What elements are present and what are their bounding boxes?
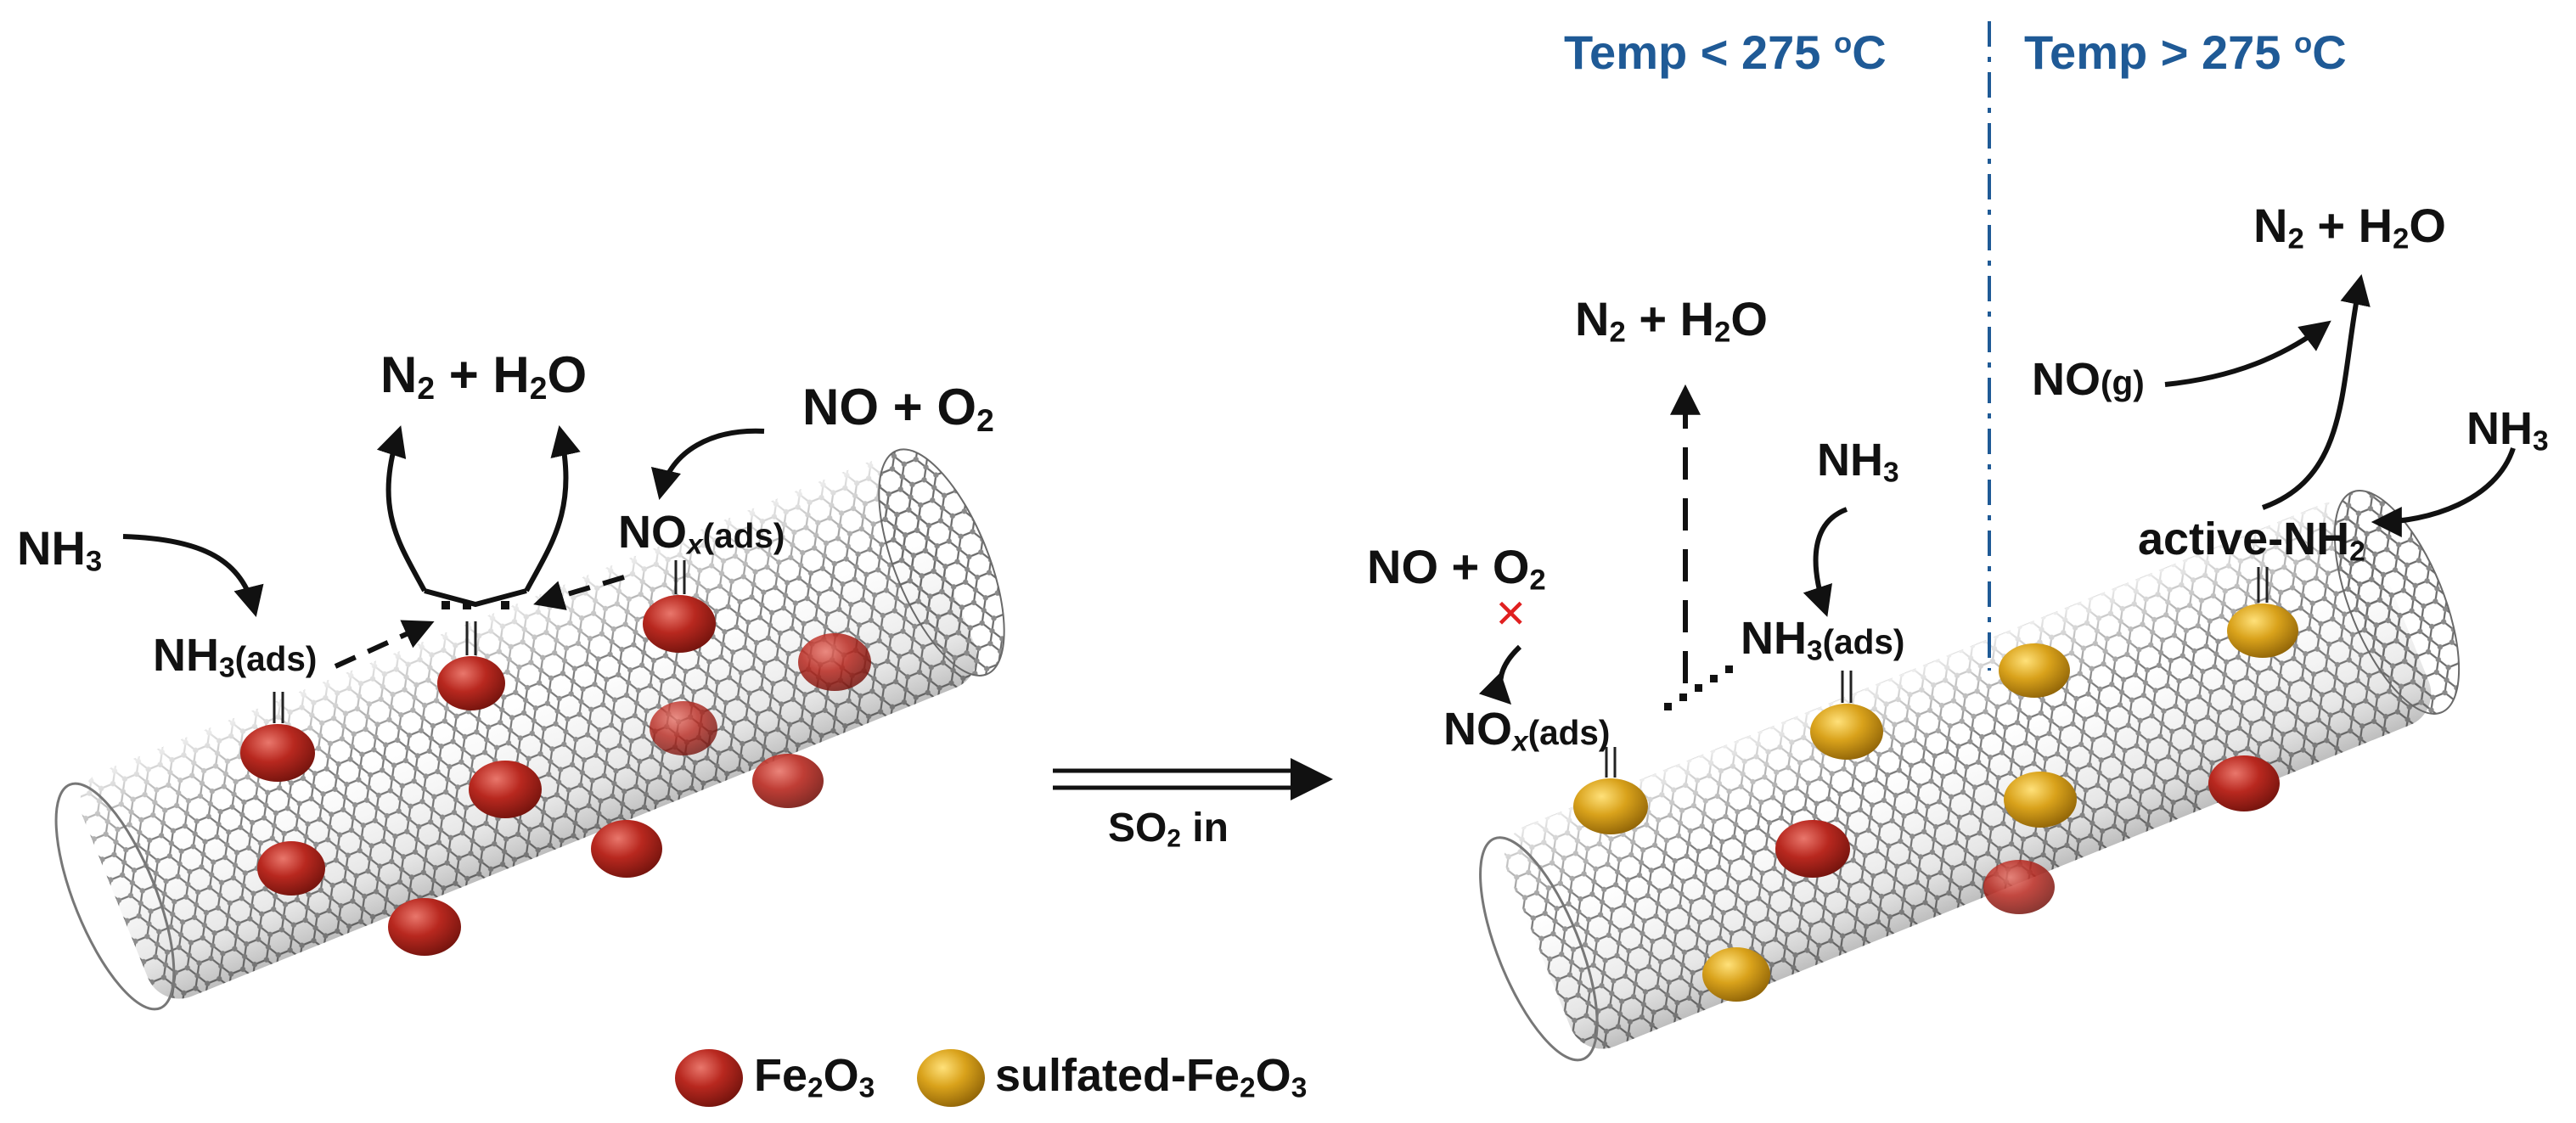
sulfated-particle	[2004, 772, 2077, 828]
sulfated-particle	[2227, 604, 2298, 658]
right-no-g-label: NO(g)	[2032, 357, 2145, 402]
left-products-label: N2 + H2O	[380, 350, 587, 404]
sulfated-particle	[1702, 947, 1770, 1002]
fe2o3-particle	[643, 595, 716, 653]
legend-fe2o3-label: Fe2O3	[754, 1053, 875, 1103]
fe2o3-particle	[650, 701, 717, 755]
fe2o3-particle	[2208, 755, 2280, 811]
temp-low-header: Temp < 275 oC	[1564, 29, 1887, 76]
left-nh3-ads-label: NH3(ads)	[153, 632, 317, 682]
left-no-o2-label: NO + O2	[802, 382, 994, 436]
legend-fe2o3-swatch	[675, 1049, 743, 1107]
left-nox-ads-label: NOx(ads)	[618, 509, 785, 559]
so2-transition-arrow	[1053, 758, 1333, 800]
fe2o3-particle	[240, 724, 315, 782]
right-nh3-ads-label: NH3(ads)	[1741, 615, 1904, 665]
sulfated-particle	[1810, 704, 1883, 760]
right-no-o2-label: NO + O2	[1367, 543, 1546, 595]
right-nh3-high-label: NH3	[2466, 406, 2549, 456]
sulfated-particle	[1573, 778, 1648, 834]
fe2o3-particle	[469, 761, 542, 818]
fe2o3-particle	[437, 656, 505, 710]
fe2o3-particle	[591, 820, 662, 878]
temp-high-header: Temp > 275 oC	[2024, 29, 2347, 76]
fe2o3-particle	[388, 898, 461, 956]
fe2o3-particle	[798, 633, 871, 691]
fe2o3-particle	[1775, 820, 1850, 878]
fe2o3-particle	[257, 841, 325, 896]
left-nh3-label: NH3	[17, 525, 102, 576]
left-nanotube	[32, 433, 1031, 1024]
right-nh3-label: NH3	[1817, 437, 1899, 487]
fe2o3-particle	[1983, 860, 2055, 914]
legend-sulfated-swatch	[917, 1049, 985, 1107]
sulfated-particle	[1999, 643, 2070, 698]
fe2o3-particle	[752, 754, 824, 808]
right-dotted-path	[1664, 665, 1733, 710]
right-products-low-label: N2 + H2O	[1575, 295, 1768, 347]
legend-sulfated-label: sulfated-Fe2O3	[995, 1053, 1307, 1103]
right-nox-ads-label: NOx(ads)	[1443, 706, 1610, 756]
active-nh2-label: active-NH2	[2138, 516, 2365, 566]
so2-in-label: SO2 in	[1108, 808, 1229, 851]
right-products-high-label: N2 + H2O	[2253, 202, 2446, 254]
blocked-mark: ✕	[1494, 594, 1527, 633]
